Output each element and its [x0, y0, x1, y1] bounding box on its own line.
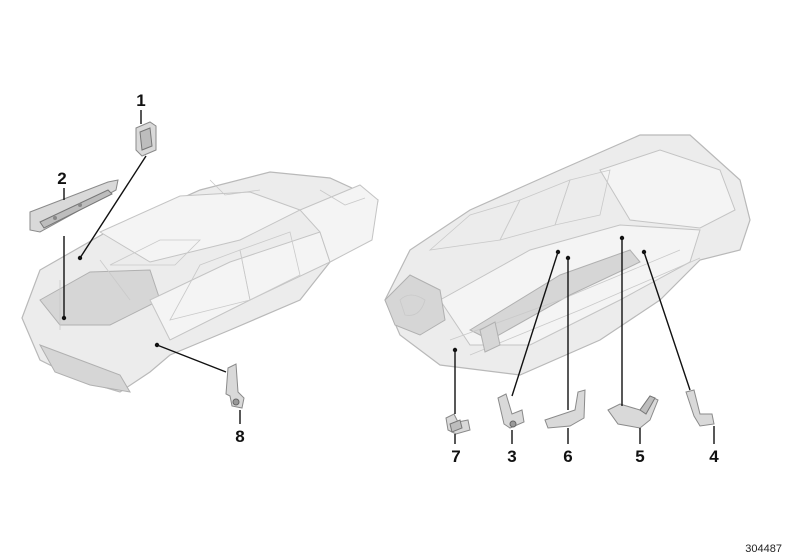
car-body-left-view — [21, 171, 379, 393]
part-5-bracket — [607, 395, 659, 429]
callout-8: 8 — [235, 427, 244, 446]
callout-2: 2 — [57, 169, 66, 188]
leader-lines — [61, 110, 715, 444]
callout-6: 6 — [563, 447, 572, 466]
part-8-bracket — [225, 363, 245, 409]
callout-7: 7 — [451, 447, 460, 466]
part-7-bracket — [445, 413, 471, 435]
car-body-right-view — [384, 134, 751, 376]
part-4-bracket — [685, 389, 715, 427]
part-6-bracket — [544, 389, 586, 429]
reference-number: 304487 — [745, 543, 782, 555]
part-3-bracket — [497, 393, 525, 429]
callout-3: 3 — [507, 447, 516, 466]
callout-5: 5 — [635, 447, 644, 466]
callout-1: 1 — [136, 91, 145, 110]
part-1-bracket — [135, 121, 157, 157]
part-2-plate — [29, 179, 119, 233]
callout-4: 4 — [709, 447, 719, 466]
